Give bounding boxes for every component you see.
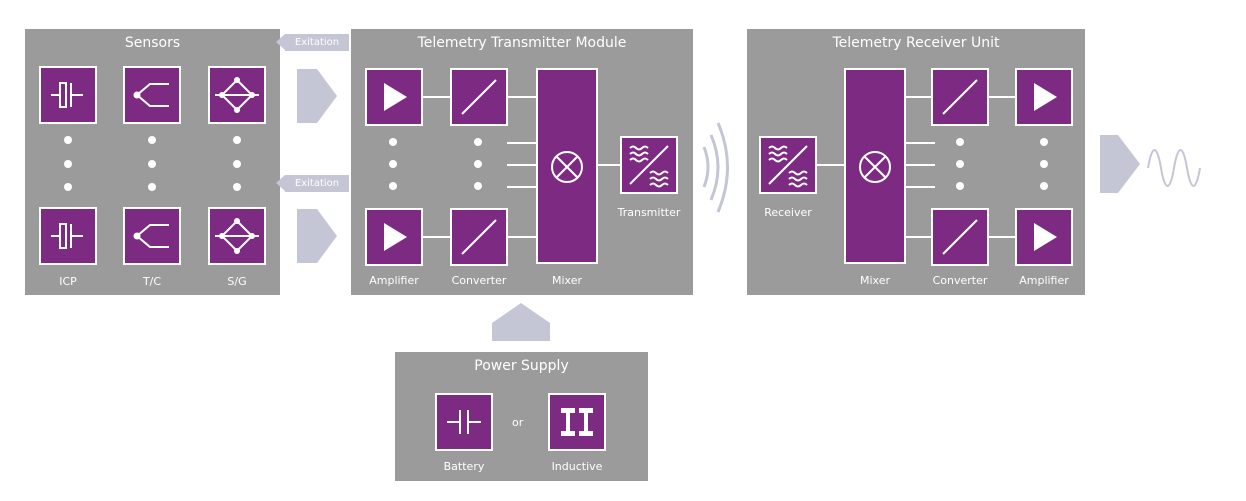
- sensor-dot: [64, 183, 72, 191]
- channel-dot: [1040, 138, 1048, 146]
- amplifier-icon: [1015, 208, 1073, 266]
- connector-line: [905, 142, 935, 144]
- excitation-tag: Exitation: [276, 175, 349, 192]
- thermocouple-icon: [123, 207, 181, 265]
- strain-gauge-icon: [208, 207, 266, 265]
- label-amplifier: Amplifier: [1019, 274, 1069, 287]
- sensor-dot: [148, 136, 156, 144]
- mixer-block: [844, 68, 906, 264]
- power-supply-title: Power Supply: [474, 358, 569, 374]
- connector-line: [507, 142, 539, 144]
- channel-dot: [956, 138, 964, 146]
- connector-line: [905, 236, 931, 238]
- channel-dot: [389, 138, 397, 146]
- transmitter-module-panel: Telemetry Transmitter Module: [351, 29, 693, 295]
- sine-wave-icon: [1147, 149, 1201, 187]
- label-tc: T/C: [142, 275, 162, 288]
- connector-line: [507, 186, 539, 188]
- label-battery: Battery: [443, 460, 485, 473]
- label-mixer: Mixer: [859, 274, 890, 287]
- battery-icon: [435, 393, 493, 451]
- or-text: or: [512, 416, 524, 429]
- sensors-panel: Sensors: [25, 29, 280, 295]
- power-arrow-icon: [492, 303, 550, 341]
- thermocouple-icon: [123, 66, 181, 124]
- connector-line: [987, 236, 1017, 238]
- connector-line: [507, 96, 539, 98]
- radio-waves-icon: [702, 122, 729, 213]
- receiver-unit-title: Telemetry Receiver Unit: [832, 35, 1000, 51]
- channel-dot: [389, 160, 397, 168]
- label-receiver: Receiver: [764, 206, 812, 219]
- converter-icon: [931, 68, 989, 126]
- transmitter-module-title: Telemetry Transmitter Module: [417, 35, 627, 51]
- label-mixer: Mixer: [551, 274, 582, 287]
- channel-dot: [956, 160, 964, 168]
- connector-line: [423, 96, 451, 98]
- sensor-dot: [148, 183, 156, 191]
- channel-dot: [956, 182, 964, 190]
- label-transmitter: Transmitter: [617, 206, 681, 219]
- connector-line: [905, 96, 931, 98]
- sensor-dot: [64, 160, 72, 168]
- amplifier-icon: [1015, 68, 1073, 126]
- label-icp: ICP: [59, 275, 77, 288]
- icp-sensor-icon: [39, 207, 97, 265]
- label-sg: S/G: [227, 275, 247, 288]
- receiver-icon: [759, 136, 817, 194]
- receiver-unit-panel: Telemetry Receiver Unit: [747, 29, 1085, 295]
- channel-dot: [474, 138, 482, 146]
- connector-line: [817, 164, 847, 166]
- sensor-dot: [233, 136, 241, 144]
- connector-line: [905, 164, 935, 166]
- amplifier-icon: [365, 68, 423, 126]
- channel-dot: [474, 182, 482, 190]
- sensors-title: Sensors: [124, 35, 181, 51]
- signal-arrow-icon: [297, 69, 337, 123]
- signal-arrow-icon: [297, 209, 337, 263]
- sensor-dot: [233, 160, 241, 168]
- amplifier-icon: [365, 208, 423, 266]
- mixer-block: [536, 68, 598, 264]
- sensor-dot: [64, 136, 72, 144]
- power-supply-panel: Power Supply or Battery Inductive: [395, 352, 648, 481]
- connector-line: [595, 164, 623, 166]
- label-converter: Converter: [932, 274, 988, 287]
- strain-gauge-icon: [208, 66, 266, 124]
- converter-icon: [931, 208, 989, 266]
- connector-line: [905, 186, 935, 188]
- output-arrow-icon: [1100, 135, 1140, 193]
- channel-dot: [474, 160, 482, 168]
- label-amplifier: Amplifier: [369, 274, 419, 287]
- converter-icon: [450, 68, 508, 126]
- excitation-tag: Exitation: [276, 34, 349, 51]
- sensor-dot: [233, 183, 241, 191]
- connector-line: [507, 164, 539, 166]
- converter-icon: [450, 208, 508, 266]
- sensor-dot: [148, 160, 156, 168]
- connector-line: [987, 96, 1017, 98]
- label-converter: Converter: [451, 274, 507, 287]
- channel-dot: [1040, 182, 1048, 190]
- channel-dot: [1040, 160, 1048, 168]
- connector-line: [507, 236, 539, 238]
- icp-sensor-icon: [39, 66, 97, 124]
- channel-dot: [389, 182, 397, 190]
- inductive-icon: [548, 393, 606, 451]
- transmitter-icon: [620, 136, 678, 194]
- connector-line: [423, 236, 451, 238]
- label-inductive: Inductive: [551, 460, 603, 473]
